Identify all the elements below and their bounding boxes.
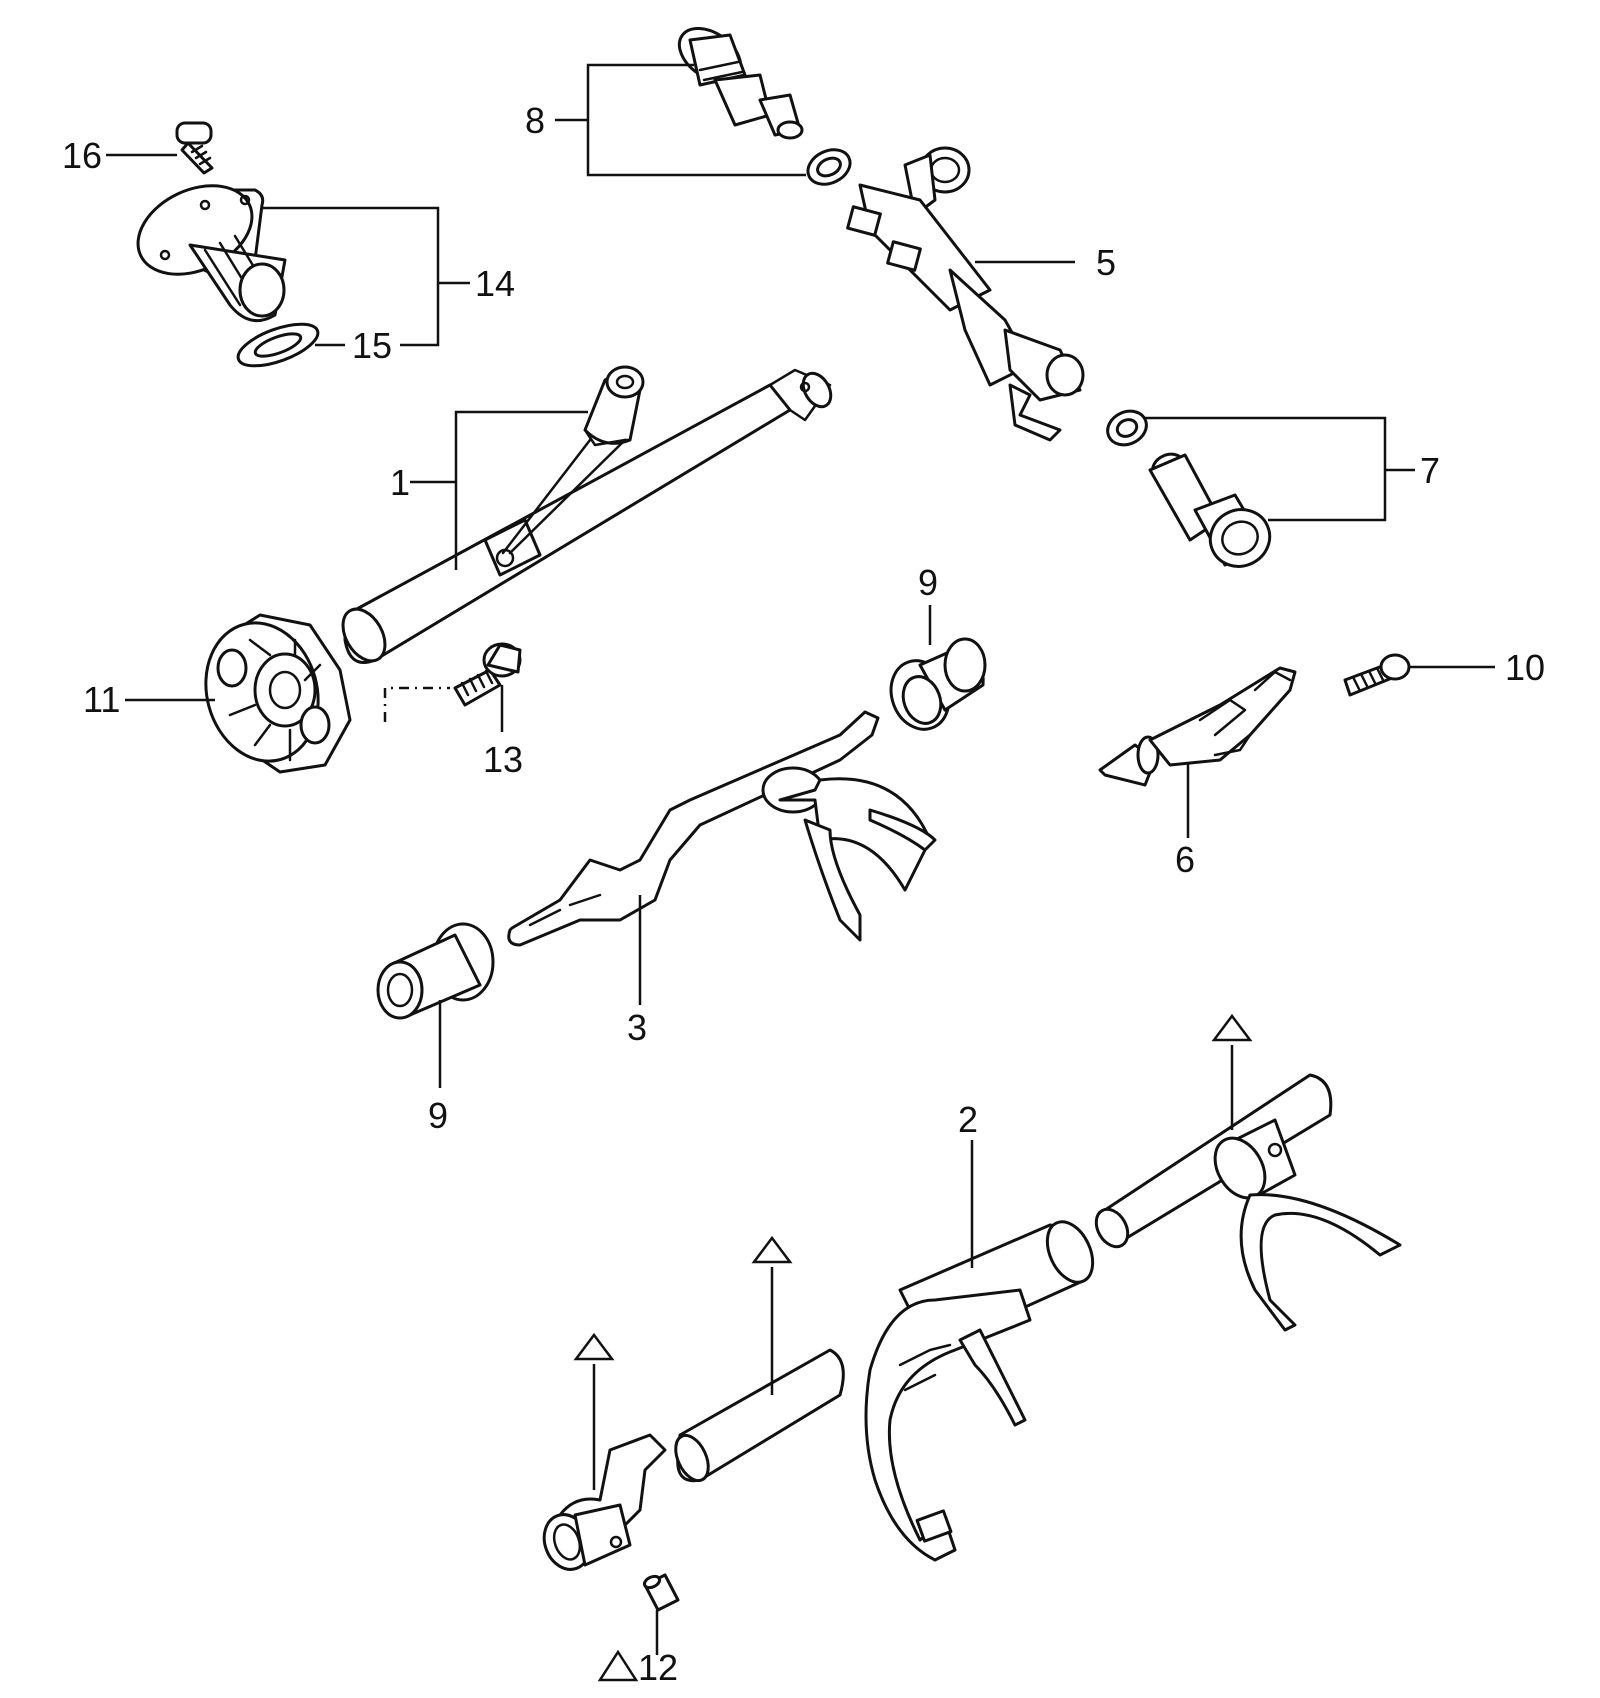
part-15-washer <box>236 322 320 368</box>
part-7-plug <box>1106 409 1272 568</box>
callout-5: 5 <box>1096 242 1116 283</box>
part-3-selector-fork <box>507 710 937 947</box>
note-triangle-12 <box>597 1649 639 1682</box>
part-16-screw <box>175 121 214 175</box>
callout-8: 8 <box>525 100 545 141</box>
part-13-bolt <box>453 642 522 707</box>
part-1-shift-rod <box>341 365 833 664</box>
dashdot-11-13 <box>383 686 450 722</box>
part-14-flanged-bushing <box>136 184 287 323</box>
part-2-fork-assembly <box>542 1073 1402 1571</box>
callout-3: 3 <box>627 1007 647 1048</box>
callout-6: 6 <box>1175 839 1195 880</box>
part-9-lower-bushing <box>376 922 495 1020</box>
note-triangle-middle <box>751 1235 793 1264</box>
callout-15: 15 <box>352 325 392 366</box>
callout-1: 1 <box>390 462 410 503</box>
note-triangle-right <box>1211 1013 1253 1042</box>
callout-7: 7 <box>1420 450 1440 491</box>
callout-11: 11 <box>83 679 120 720</box>
leader-1 <box>454 410 588 570</box>
callout-14: 14 <box>475 263 515 304</box>
callout-12: 12 <box>638 1647 678 1688</box>
part-6-selector-lever <box>1098 666 1297 787</box>
callout-9-upper: 9 <box>918 562 938 603</box>
part-8-plug <box>677 26 852 186</box>
callout-13: 13 <box>483 739 523 780</box>
callout-2: 2 <box>958 1099 978 1140</box>
leader-14 <box>262 206 440 347</box>
callout-10: 10 <box>1505 647 1545 688</box>
part-10-screw <box>1343 653 1411 697</box>
note-triangle-left <box>573 1332 615 1361</box>
callout-16: 16 <box>62 135 102 176</box>
part-5-selector-shaft <box>846 146 1085 442</box>
callout-9-lower: 9 <box>428 1095 448 1136</box>
part-9-upper-bushing <box>889 637 987 731</box>
part-11-gear-wheel <box>204 613 352 774</box>
part-12-pin <box>642 1573 680 1612</box>
